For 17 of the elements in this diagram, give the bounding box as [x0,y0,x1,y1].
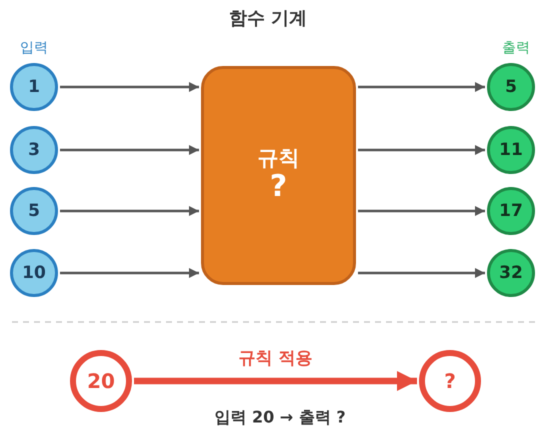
title: 함수 기계 [228,7,308,30]
column-heading: 입력 [20,39,48,57]
input-circle: 5 [10,187,58,235]
output-circle: 32 [487,249,535,297]
output-circle: 11 [487,126,535,174]
input-circle: 3 [10,126,58,174]
value-circle: ? [419,350,481,412]
process-box [201,66,356,285]
box-heading: 규칙 [258,146,300,170]
input-circle: 10 [10,249,58,297]
output-circle: 5 [487,63,535,111]
caption: 입력 20 → 출력 ? [214,408,346,428]
question-mark: ? [270,170,288,205]
input-circle: 1 [10,63,58,111]
value-circle: 20 [70,350,132,412]
column-heading: 출력 [502,39,530,57]
output-circle: 17 [487,187,535,235]
